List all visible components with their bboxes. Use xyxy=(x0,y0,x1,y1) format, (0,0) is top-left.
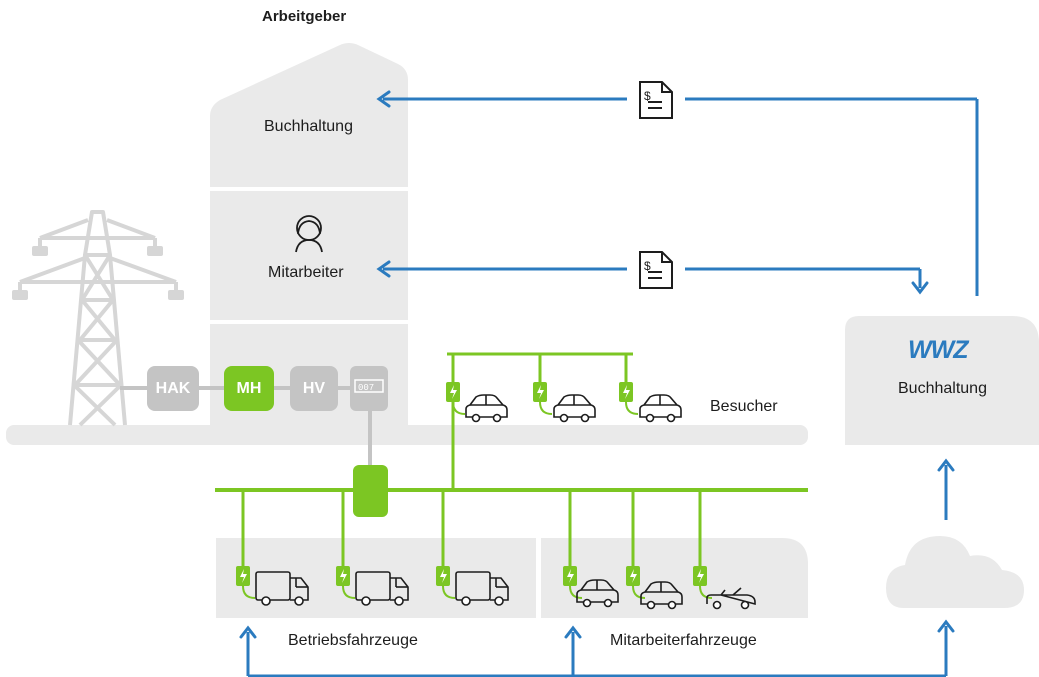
hv-box: HV xyxy=(290,366,338,411)
mh-box: MH xyxy=(224,366,274,411)
ground-strip xyxy=(6,425,808,445)
charging-station-icon xyxy=(236,566,256,599)
employee-icon xyxy=(295,215,323,253)
power-pylon-icon xyxy=(12,210,184,427)
floor-divider xyxy=(210,320,408,324)
charging-station-icon xyxy=(446,382,466,415)
utility-label: Buchhaltung xyxy=(898,380,987,397)
employer-building xyxy=(210,43,408,428)
company-fleet-label: Betriebsfahrzeuge xyxy=(288,632,418,649)
employee-fleet-area xyxy=(541,538,808,618)
company-fleet-area xyxy=(216,538,536,618)
employee-fleet-label: Mitarbeiterfahrzeuge xyxy=(610,632,757,649)
delivery-van-icon xyxy=(355,571,409,606)
charging-station-icon xyxy=(693,566,713,599)
delivery-van-icon xyxy=(455,571,509,606)
invoice-dollar-sign: $ xyxy=(644,89,651,103)
convertible-car-icon xyxy=(706,587,756,610)
invoice-dollar-icon xyxy=(639,81,673,119)
charging-grid xyxy=(215,352,808,566)
charging-station-icon xyxy=(533,382,553,415)
charging-station-icon xyxy=(436,566,456,599)
meter-reading: 007 xyxy=(358,383,374,393)
car-icon xyxy=(640,581,683,610)
employer-title: Arbeitgeber xyxy=(262,8,347,25)
delivery-van-icon xyxy=(255,571,309,606)
charging-station-icon xyxy=(563,566,583,599)
invoice-dollar-sign: $ xyxy=(644,259,651,273)
billing-lines xyxy=(239,90,979,677)
invoice-dollar-icon xyxy=(639,251,673,289)
utility-building xyxy=(845,316,1039,445)
charging-station-icon xyxy=(619,382,639,415)
car-icon xyxy=(553,394,596,423)
charging-station-icon xyxy=(626,566,646,599)
floor-label-accounting: Buchhaltung xyxy=(264,118,353,135)
meter-box xyxy=(350,366,388,411)
car-icon xyxy=(639,394,682,423)
cloud-icon xyxy=(886,536,1024,608)
wwz-logo: WWZ xyxy=(908,336,968,364)
hak-box: HAK xyxy=(147,366,199,411)
floor-label-employee: Mitarbeiter xyxy=(268,264,344,281)
load-management-hub xyxy=(353,465,388,517)
charging-station-icon xyxy=(336,566,356,599)
vehicle-group xyxy=(236,382,756,610)
car-icon xyxy=(576,579,619,608)
visitors-label: Besucher xyxy=(710,398,778,415)
car-icon xyxy=(465,394,508,423)
floor-divider xyxy=(210,187,408,191)
meter-display xyxy=(354,379,384,393)
